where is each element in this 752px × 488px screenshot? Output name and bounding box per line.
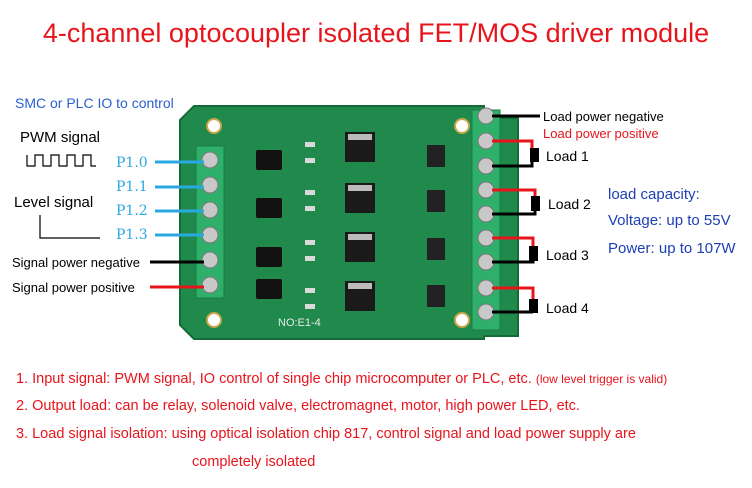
capacity-heading: load capacity:: [608, 186, 700, 203]
load-3-label: Load 3: [546, 247, 589, 263]
pwm-label: PWM signal: [20, 129, 101, 146]
load-4-wiring: [492, 286, 538, 314]
input-wires: [155, 160, 204, 237]
load-1-label: Load 1: [546, 148, 589, 164]
note-2: 2. Output load: can be relay, solenoid v…: [16, 398, 580, 414]
note-1-text: PWM signal, IO control of single chip mi…: [114, 371, 532, 387]
signal-power-positive-label: Signal power positive: [12, 280, 135, 295]
load-power-negative-label: Load power negative: [543, 109, 664, 124]
note-2-label: 2. Output load:: [16, 398, 112, 414]
pin-label-p12: P1.2: [116, 203, 148, 219]
pin-label-p11: P1.1: [116, 179, 148, 195]
optocoupler-chips: [256, 150, 282, 299]
right-terminal-block: [471, 107, 501, 331]
note-1-small: (low level trigger is valid): [535, 372, 668, 386]
note-3-continuation: completely isolated: [192, 454, 316, 470]
note-3-text: using optical isolation chip 817, contro…: [171, 426, 636, 442]
page-title: 4-channel optocoupler isolated FET/MOS d…: [42, 18, 710, 48]
note-2-text: can be relay, solenoid valve, electromag…: [115, 398, 580, 414]
signal-power-negative-label: Signal power negative: [12, 255, 140, 270]
note-1: 1. Input signal: PWM signal, IO control …: [16, 371, 667, 387]
load-4-label: Load 4: [546, 300, 589, 316]
note-3-label: 3. Load signal isolation:: [16, 426, 168, 442]
note-1-label: 1. Input signal:: [16, 371, 111, 387]
level-waveform: [39, 215, 100, 239]
load-1-wiring: [492, 139, 539, 168]
pin-label-p13: P1.3: [116, 227, 148, 243]
pin-label-p10: P1.0: [116, 155, 148, 171]
capacity-power: Power: up to 107W: [608, 240, 736, 257]
pcb-board: [179, 105, 519, 340]
resistors: [305, 142, 315, 309]
control-caption: SMC or PLC IO to control: [15, 95, 174, 111]
capacity-voltage: Voltage: up to 55V: [608, 212, 731, 229]
load-2-label: Load 2: [548, 196, 591, 212]
load-2-wiring: [492, 188, 540, 216]
pwm-waveform: [26, 154, 96, 167]
diodes: [427, 145, 445, 307]
left-terminal-block: [195, 145, 225, 299]
mosfet-transistors: [345, 132, 375, 311]
level-label: Level signal: [14, 194, 94, 211]
note-3: 3. Load signal isolation: using optical …: [16, 426, 636, 442]
load-power-positive-label: Load power positive: [543, 126, 659, 141]
load-3-wiring: [492, 236, 538, 264]
board-label: NO:E1-4: [278, 317, 321, 329]
